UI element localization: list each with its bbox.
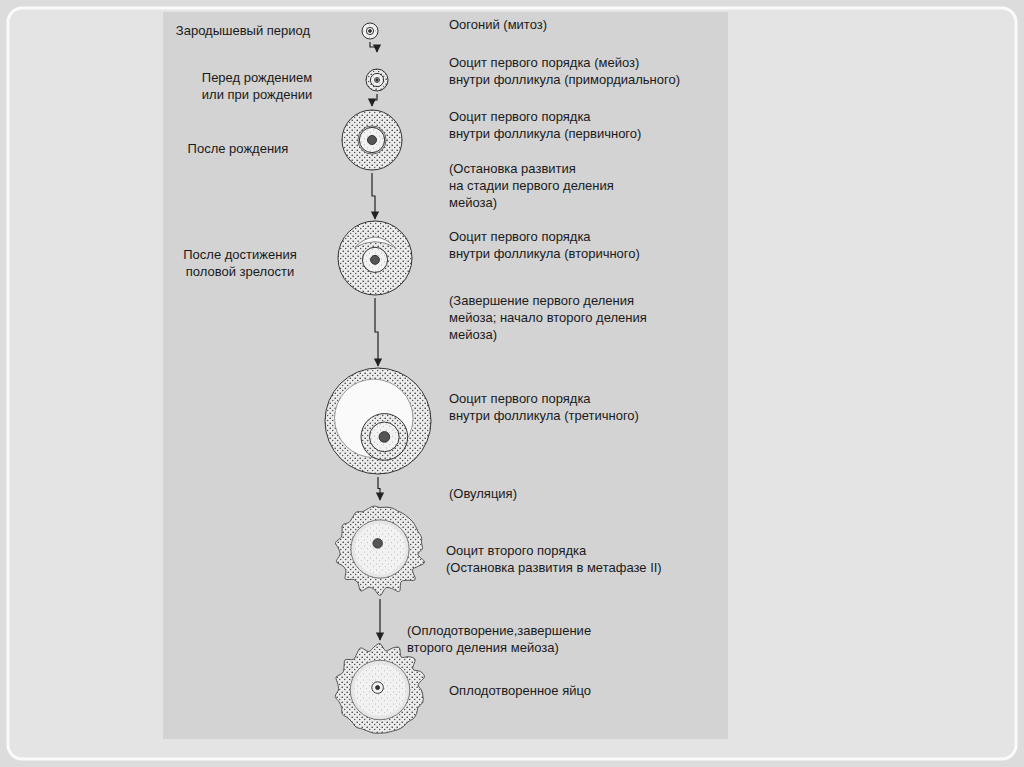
- follicle-stage: Ооцит первого порядка внутри фолликула (…: [338, 221, 640, 295]
- text-line: Ооцит первого порядка: [449, 108, 641, 125]
- text-line: мейоза): [449, 194, 614, 211]
- cell-drawing: [360, 63, 394, 97]
- text-line: (Овуляция): [449, 485, 517, 502]
- cell-drawing: [327, 496, 433, 602]
- slide-frame: [8, 8, 1016, 759]
- period-label: После рождения: [160, 140, 316, 157]
- follicle-stage: Ооцит первого порядка (мейоз) внутри фол…: [366, 54, 680, 91]
- text-line: (Завершение первого деления: [449, 292, 647, 309]
- text-line: (Оплодотворение,завершение: [407, 622, 591, 639]
- stage-arrow: [372, 94, 377, 106]
- text-line: половой зрелости: [160, 263, 320, 280]
- text-line: внутри фолликула (вторичного): [449, 245, 640, 262]
- stage-arrow: [379, 599, 380, 640]
- process-note: (Завершение первого деления мейоза; нача…: [449, 292, 647, 343]
- text-line: Ооцит первого порядка: [449, 228, 640, 245]
- text-line: Зародышевый период: [158, 22, 328, 39]
- process-note: (Овуляция): [449, 485, 517, 502]
- period-label: Зародышевый период: [158, 22, 328, 39]
- follicle-stage: Ооцит первого порядка внутри фолликула (…: [342, 108, 641, 170]
- text-line: Перед рождением: [172, 69, 342, 86]
- stage-caption: Ооцит второго порядка (Остановка развити…: [446, 542, 662, 576]
- cell-drawing: [336, 104, 408, 176]
- text-line: (Остановка развития: [449, 160, 614, 177]
- cell-drawing: [356, 17, 384, 45]
- text-line: или при рождении: [172, 86, 342, 103]
- text-line: мейоза): [449, 326, 647, 343]
- period-label: Перед рождением или при рождении: [172, 69, 342, 103]
- stage-caption: Ооцит первого порядка внутри фолликула (…: [449, 390, 639, 424]
- text-line: Ооцит первого порядка: [449, 390, 639, 407]
- follicle-stage: Ооцит первого порядка внутри фолликула (…: [325, 368, 639, 474]
- stage-arrow: [372, 173, 375, 219]
- stage-caption: Ооцит первого порядка внутри фолликула (…: [449, 228, 640, 262]
- follicle-stage: Оогоний (митоз): [362, 16, 547, 39]
- process-note: (Оплодотворение,завершение второго делен…: [407, 622, 591, 656]
- text-line: После достижения: [160, 246, 320, 263]
- follicle-stage: Ооцит второго порядка (Остановка развити…: [333, 502, 662, 596]
- text-line: (Остановка развития в метафазе II): [446, 559, 662, 576]
- stage-arrow: [375, 298, 378, 366]
- text-line: внутри фолликула (примордиального): [449, 71, 680, 88]
- cell-drawing: [332, 215, 418, 301]
- text-line: мейоза; начало второго деления: [449, 309, 647, 326]
- text-line: Оогоний (митоз): [449, 16, 547, 33]
- cell-drawing: [319, 362, 437, 480]
- diagram-panel: [163, 12, 728, 739]
- period-label: После достижения половой зрелости: [160, 246, 320, 280]
- stage-arrow: [378, 477, 380, 500]
- stage-caption: Оогоний (митоз): [449, 16, 547, 33]
- follicle-stage: Оплодотворенное яйцо: [332, 642, 591, 738]
- text-line: Оплодотворенное яйцо: [449, 682, 591, 699]
- stage-caption: Оплодотворенное яйцо: [449, 682, 591, 699]
- stage-caption: Ооцит первого порядка внутри фолликула (…: [449, 108, 641, 142]
- process-note: (Остановка развития на стадии первого де…: [449, 160, 614, 211]
- stage-caption: Ооцит первого порядка (мейоз) внутри фол…: [449, 54, 680, 88]
- text-line: внутри фолликула (третичного): [449, 407, 639, 424]
- stage-arrow: [370, 42, 377, 52]
- text-line: второго деления мейоза): [407, 639, 591, 656]
- text-line: Ооцит первого порядка (мейоз): [449, 54, 680, 71]
- text-line: Ооцит второго порядка: [446, 542, 662, 559]
- text-line: внутри фолликула (первичного): [449, 125, 641, 142]
- text-line: на стадии первого деления: [449, 177, 614, 194]
- text-line: После рождения: [160, 140, 316, 157]
